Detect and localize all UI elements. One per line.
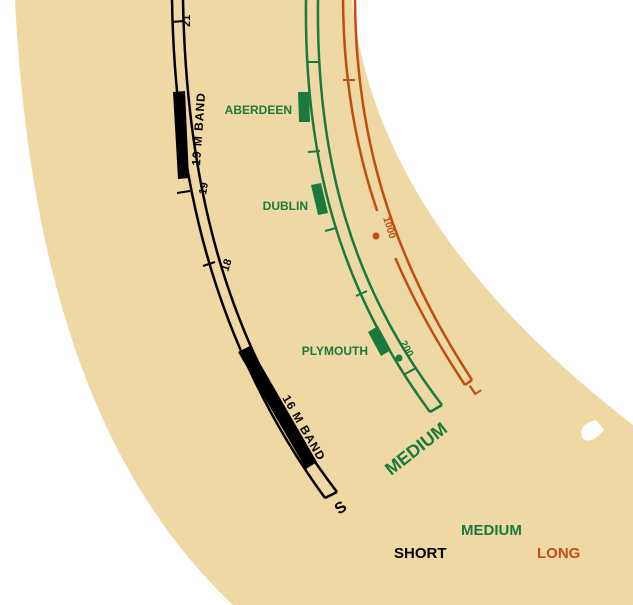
short-scale-end-cap xyxy=(324,490,338,500)
legend-short: SHORT xyxy=(394,545,447,562)
long-scale-outer-line xyxy=(341,0,467,386)
medium-scale-inner-line xyxy=(316,0,443,406)
medium-tick xyxy=(355,290,368,297)
short-tick xyxy=(202,261,216,267)
short-scale-outer-line xyxy=(170,0,327,499)
aberdeen-marker xyxy=(298,92,310,122)
medium-tick xyxy=(324,227,337,232)
band-19m-label: 19 M BAND xyxy=(189,92,208,166)
medium-scale-outer-line xyxy=(304,0,432,413)
medium-tick xyxy=(307,150,321,153)
long-scale-inner-line xyxy=(353,0,474,381)
short-tick xyxy=(171,20,185,23)
station-label-plymouth: PLYMOUTH xyxy=(302,344,368,358)
short-tick-label-19: 19 xyxy=(197,181,211,195)
band-19m-fill xyxy=(173,91,189,179)
long-wave-scale: 1000 L xyxy=(341,0,485,399)
plymouth-marker xyxy=(368,326,391,356)
station-label-aberdeen: ABERDEEN xyxy=(225,103,292,117)
dublin-marker xyxy=(311,183,328,215)
long-tick-dot-1000 xyxy=(372,232,380,240)
legend-medium: MEDIUM xyxy=(461,522,522,539)
band-16m-fill xyxy=(238,346,317,469)
dial-notch xyxy=(581,420,604,441)
medium-tick xyxy=(404,367,417,375)
dial-band xyxy=(15,0,633,605)
wave-legend: MEDIUM SHORT LONG xyxy=(394,522,580,562)
station-label-dublin: DUBLIN xyxy=(263,199,308,213)
medium-scale-end-cap xyxy=(429,403,443,414)
long-scale-label-gap xyxy=(368,208,400,262)
medium-tick-dot-200 xyxy=(395,354,403,362)
short-tick-label-21: 21 xyxy=(181,15,193,27)
long-scale-end-cap xyxy=(464,378,473,387)
short-tick xyxy=(176,190,191,194)
short-tick-label-18: 18 xyxy=(219,258,234,273)
legend-long: LONG xyxy=(537,545,580,562)
